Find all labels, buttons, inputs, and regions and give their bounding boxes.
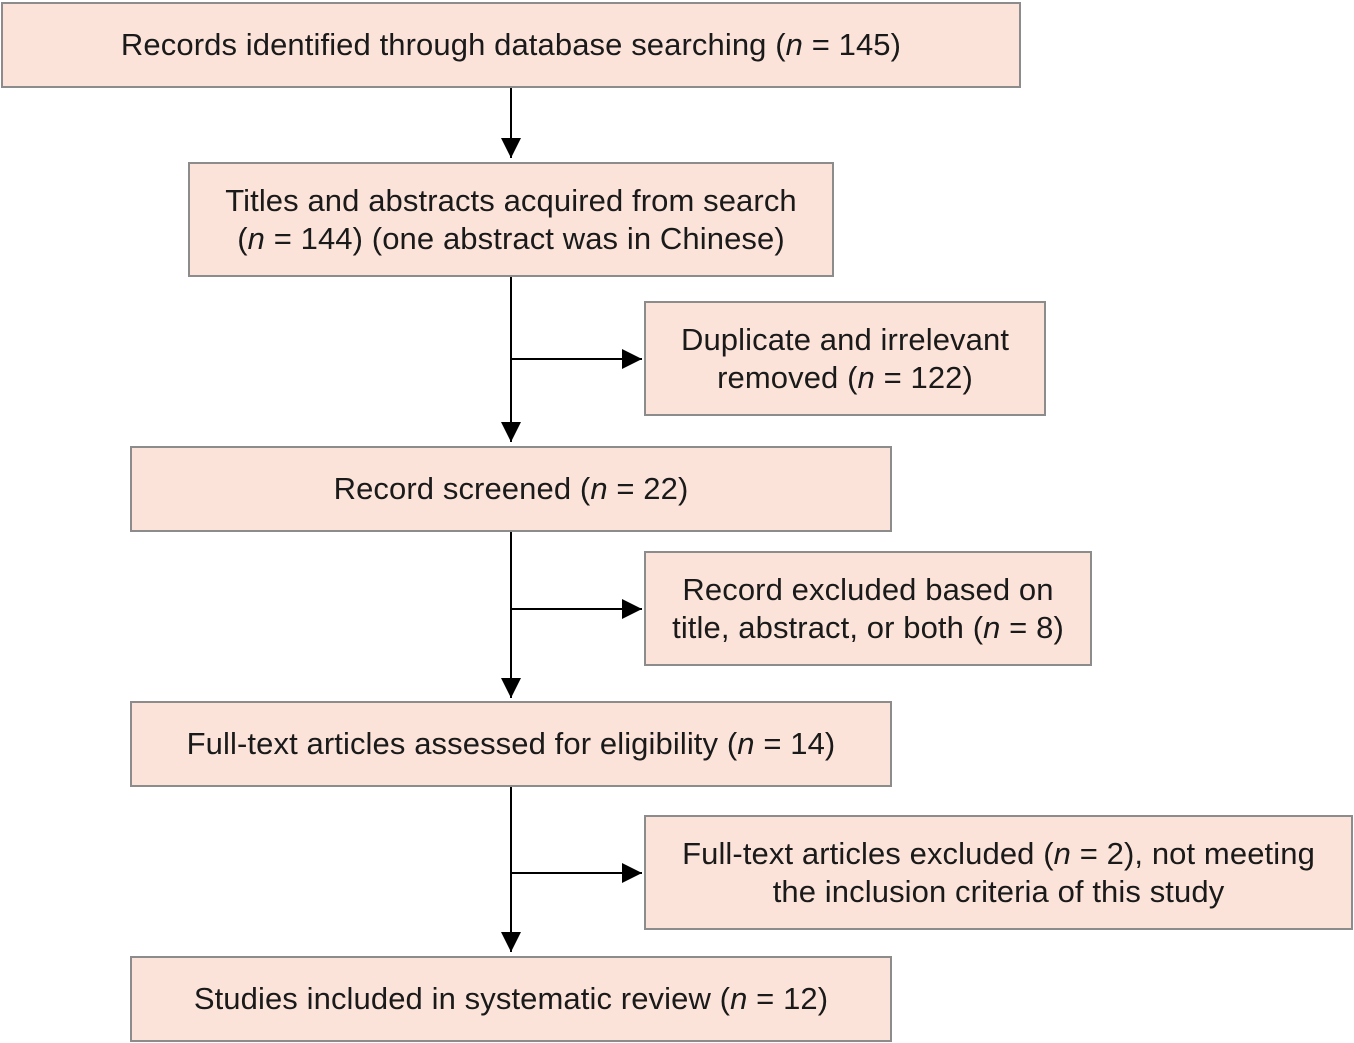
studies-included-box: Studies included in systematic review (n… <box>130 956 892 1042</box>
records-screened-box: Record screened (n = 22) <box>130 446 892 532</box>
box-line: (n = 144) (one abstract was in Chinese) <box>237 220 785 256</box>
box-line: Duplicate and irrelevant <box>680 321 1010 357</box>
box-line: Records identified through database sear… <box>120 27 902 62</box>
box-line: Titles and abstracts acquired from searc… <box>225 182 797 218</box>
box-line: removed (n = 122) <box>717 359 973 395</box>
duplicates-removed-box: Duplicate and irrelevant removed (n = 12… <box>644 301 1046 416</box>
box-line: Record screened (n = 22) <box>333 471 689 506</box>
full-text-excluded-box: Full-text articles excluded (n = 2), not… <box>644 815 1353 930</box>
box-line: Full-text articles excluded (n = 2), not… <box>682 835 1315 871</box>
records-identified-box: Records identified through database sear… <box>1 2 1021 88</box>
box-line: Record excluded based on <box>682 571 1054 607</box>
box-line: title, abstract, or both (n = 8) <box>672 609 1064 645</box>
title-abstract-excluded-box: Record excluded based on title, abstract… <box>644 551 1092 666</box>
box-line: Studies included in systematic review (n… <box>193 981 829 1016</box>
titles-abstracts-acquired-box: Titles and abstracts acquired from searc… <box>188 162 834 277</box>
box-line: Full-text articles assessed for eligibil… <box>186 726 836 761</box>
full-text-eligibility-box: Full-text articles assessed for eligibil… <box>130 701 892 787</box>
box-line: the inclusion criteria of this study <box>772 873 1225 909</box>
